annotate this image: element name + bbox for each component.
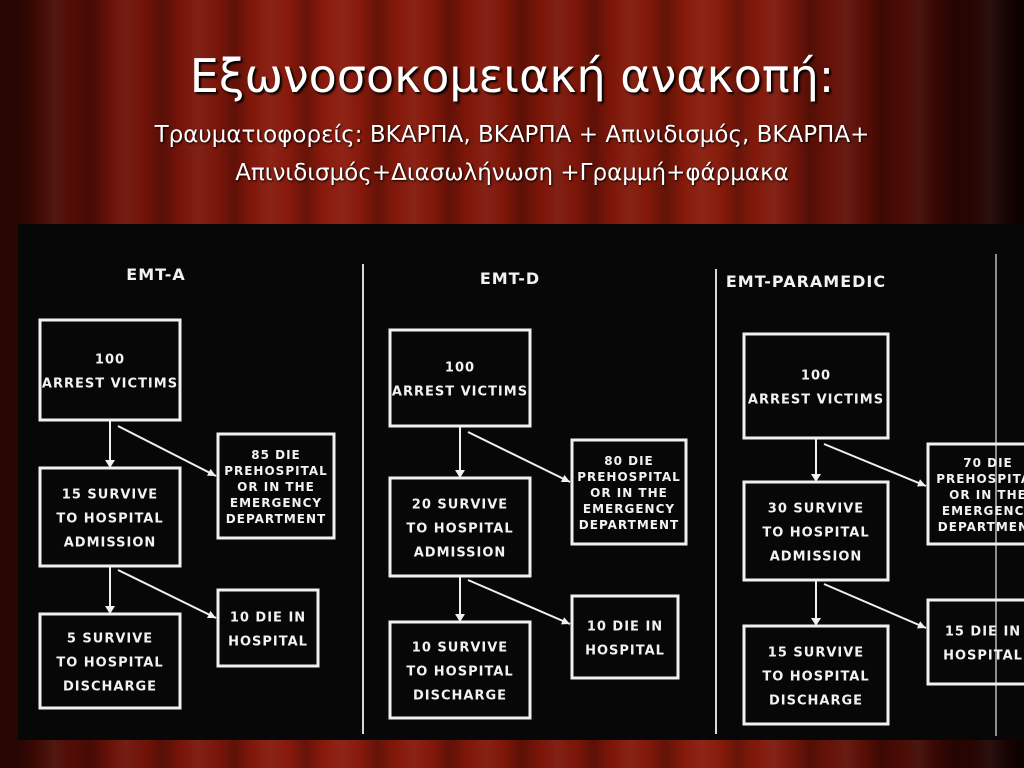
arrest-victims-box-frame (742, 332, 890, 440)
arrow-to-die-prehospital (823, 443, 927, 487)
arrest-victims-box-line: 100 (445, 361, 475, 376)
survive-admission-box-line: 30 SURVIVE (768, 502, 864, 517)
die-hospital-box: 10 DIE IN HOSPITAL (570, 594, 680, 680)
arrest-victims-box-line: 100 (801, 369, 831, 384)
arrow-to-die-hospital-head (561, 617, 570, 625)
arrow-to-discharge-head (811, 618, 821, 626)
slide-subtitle: Τραυματιοφορείς: ΒΚΑΡΠΑ, ΒΚΑΡΠΑ + Απινιδ… (154, 122, 870, 186)
survive-admission-box-line: TO HOSPITAL (56, 512, 163, 527)
die-prehospital-box-line: 85 DIE (251, 448, 301, 462)
arrow-to-die-hospital (117, 569, 217, 619)
arrow-to-die-hospital-head (207, 610, 216, 618)
die-prehospital-box-line: PREHOSPITAL (577, 470, 681, 484)
arrest-victims-box-frame (388, 328, 532, 428)
arrow-to-die-hospital (467, 579, 571, 625)
arrow-to-admission-head (455, 470, 465, 478)
die-prehospital-box-line: OR IN THE (237, 480, 315, 494)
die-prehospital-box: 85 DIE PREHOSPITAL OR IN THE EMERGENCY DEPAR… (216, 432, 336, 540)
arrow-to-die-prehospital (117, 425, 217, 477)
arrest-victims-box-line: 100 (95, 353, 125, 368)
arrest-victims-box-line: ARREST VICTIMS (42, 377, 178, 392)
survive-admission-box-line: 15 SURVIVE (62, 488, 158, 503)
arrow-to-die-prehospital-head (917, 479, 926, 487)
die-hospital-box-frame (926, 598, 1024, 686)
survive-discharge-box: 15 SURVIVE TO HOSPITAL DISCHARGE (742, 624, 890, 726)
die-prehospital-box: 80 DIE PREHOSPITAL OR IN THE EMERGENCY DEPAR… (570, 438, 688, 546)
survive-discharge-box: 5 SURVIVE TO HOSPITAL DISCHARGE (38, 612, 182, 710)
arrow-to-admission-head (105, 460, 115, 468)
arrest-victims-box-line: ARREST VICTIMS (748, 393, 884, 408)
arrow-to-discharge-head (105, 606, 115, 614)
survive-admission-box-line: ADMISSION (414, 546, 507, 561)
survive-admission-box-line: TO HOSPITAL (762, 526, 869, 541)
die-hospital-box-line: HOSPITAL (585, 644, 665, 659)
die-prehospital-box: 70 DIE PREHOSPITAL OR IN THE EMERGENCY DEPAR… (926, 442, 1024, 546)
die-prehospital-box-line: EMERGENCY (583, 502, 675, 516)
survive-discharge-box-line: DISCHARGE (63, 680, 157, 695)
slide-title: Εξωνοσοκομειακή ανακοπή: (189, 49, 835, 103)
die-hospital-box-line: HOSPITAL (943, 649, 1023, 664)
column-header-emt-a: EMT-A (126, 265, 185, 284)
survive-admission-box: 20 SURVIVE TO HOSPITAL ADMISSION (388, 476, 532, 578)
survive-discharge-box-line: 5 SURVIVE (67, 632, 153, 647)
survive-discharge-box-line: 10 SURVIVE (412, 641, 508, 656)
die-prehospital-box-line: 70 DIE (963, 456, 1013, 470)
die-hospital-box-line: HOSPITAL (228, 635, 308, 650)
die-prehospital-box-line: PREHOSPITAL (224, 464, 328, 478)
die-hospital-box: 15 DIE IN HOSPITAL (926, 598, 1024, 686)
die-prehospital-box-line: DEPARTMENT (579, 518, 679, 532)
die-prehospital-box-frame (570, 438, 688, 546)
die-prehospital-box-line: 80 DIE (604, 454, 654, 468)
die-prehospital-box-frame (216, 432, 336, 540)
survive-discharge-box-line: TO HOSPITAL (406, 665, 513, 680)
die-hospital-box-frame (216, 588, 320, 668)
survive-admission-box: 30 SURVIVE TO HOSPITAL ADMISSION (742, 480, 890, 582)
arrow-to-die-prehospital-head (207, 468, 216, 476)
survive-discharge-box-line: TO HOSPITAL (762, 670, 869, 685)
die-prehospital-box-frame (926, 442, 1024, 546)
column-header-emt-d: EMT-D (480, 269, 540, 288)
arrest-victims-box-line: ARREST VICTIMS (392, 385, 528, 400)
column-header-emt-paramedic: EMT-PARAMEDIC (726, 272, 886, 291)
die-hospital-box-line: 10 DIE IN (587, 620, 663, 635)
die-prehospital-box-line: DEPARTMENT (226, 512, 326, 526)
die-prehospital-box-line: EMERGENCY (230, 496, 322, 510)
arrow-to-admission-head (811, 474, 821, 482)
die-hospital-box-frame (570, 594, 680, 680)
die-prehospital-box-line: OR IN THE (590, 486, 668, 500)
die-prehospital-box-line: OR IN THE (949, 488, 1024, 502)
arrow-to-discharge-head (455, 614, 465, 622)
survive-discharge-box-line: TO HOSPITAL (56, 656, 163, 671)
die-hospital-box-line: 15 DIE IN (945, 625, 1021, 640)
arrow-to-die-prehospital-head (561, 474, 570, 482)
die-prehospital-box-line: PREHOSPITAL (936, 472, 1024, 486)
survive-discharge-box-line: DISCHARGE (769, 694, 863, 709)
survive-admission-box-line: ADMISSION (770, 550, 863, 565)
survive-admission-box-line: 20 SURVIVE (412, 498, 508, 513)
die-hospital-box-line: 10 DIE IN (230, 611, 306, 626)
arrow-to-die-hospital (823, 583, 927, 629)
die-hospital-box: 10 DIE IN HOSPITAL (216, 588, 320, 668)
survive-admission-box: 15 SURVIVE TO HOSPITAL ADMISSION (38, 466, 182, 568)
arrest-victims-box-frame (38, 318, 182, 422)
die-prehospital-box-line: EMERGENCY (942, 504, 1024, 518)
survive-admission-box-line: ADMISSION (64, 536, 157, 551)
survive-admission-box-line: TO HOSPITAL (406, 522, 513, 537)
arrow-to-die-prehospital (467, 431, 571, 483)
arrow-to-die-hospital-head (917, 621, 926, 629)
die-prehospital-box-line: DEPARTMENT (938, 520, 1024, 534)
survive-discharge-box-line: 15 SURVIVE (768, 646, 864, 661)
survive-discharge-box-line: DISCHARGE (413, 689, 507, 704)
survive-discharge-box: 10 SURVIVE TO HOSPITAL DISCHARGE (388, 620, 532, 720)
